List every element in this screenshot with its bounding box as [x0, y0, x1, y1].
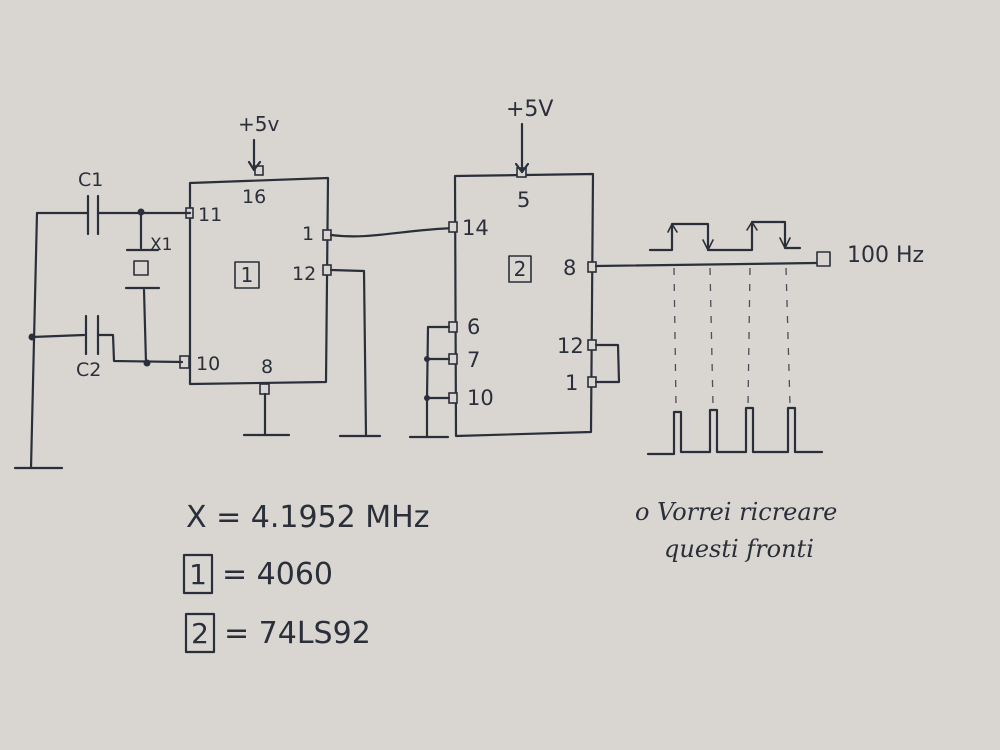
- falling-edge-arrow-1: [702, 239, 714, 251]
- legend-ic1-id: 1: [189, 558, 207, 591]
- ic2-id: 2: [514, 257, 527, 281]
- ic2-pin12-pin1-loop: [594, 343, 621, 384]
- output-line: [594, 261, 818, 268]
- c2-label: C2: [76, 359, 101, 381]
- legend-ic2-value: = 74LS92: [224, 616, 371, 651]
- square-wave: [648, 220, 802, 252]
- ic1-pin12: [322, 264, 332, 276]
- ic1-id-box: [234, 261, 260, 289]
- ic2-pin8: [587, 261, 597, 273]
- ic2-pin14-label: 14: [462, 216, 489, 240]
- ic2-pin1-label: 1: [565, 371, 578, 395]
- ic2-body: [453, 172, 595, 438]
- link-ic1-ic2: [329, 226, 457, 238]
- left-rail: [29, 211, 39, 470]
- x1-body: [133, 260, 149, 276]
- ic2-id-box: [508, 255, 532, 283]
- ic1-pin10-label: 10: [196, 353, 220, 375]
- junction-c2: [143, 359, 151, 367]
- oscillator-network: C1 X1 C2: [13, 169, 192, 470]
- output-terminal: [816, 251, 831, 267]
- ic1-pin8: [259, 383, 270, 395]
- ic2-pin1: [587, 376, 597, 388]
- rising-edge-arrow-1: [667, 223, 678, 233]
- x1-wire-bottom: [142, 288, 148, 365]
- note-line-2: questi fronti: [664, 535, 814, 563]
- legend-ic2-box: [184, 612, 216, 654]
- legend-ic2-id: 2: [191, 617, 209, 650]
- falling-edge-arrow-2: [779, 237, 791, 249]
- c2-wire-left: [30, 333, 86, 339]
- ic2-pin7: [448, 353, 458, 365]
- junction-pin7: [424, 356, 430, 362]
- x1-label: X1: [150, 235, 172, 255]
- ic1-pin16-label: 16: [242, 186, 266, 208]
- ic1-pin1-label: 1: [302, 223, 314, 245]
- legend-ic1-box: [182, 553, 214, 595]
- ic2-pin10-label: 10: [467, 386, 494, 410]
- legend-crystal: X = 4.1952 MHz: [186, 500, 429, 535]
- rising-edge-arrow-2: [746, 221, 758, 231]
- ic2-pin7-label: 7: [467, 348, 480, 372]
- ic1-pin12-wire: [329, 268, 368, 438]
- supply-left-label: +5v: [238, 112, 279, 136]
- ic2-pin12: [587, 339, 597, 351]
- guide-line-2: [709, 267, 714, 406]
- ic1-pin12-label: 12: [292, 263, 316, 285]
- c1-label: C1: [78, 169, 103, 191]
- ic2-pin5-label: 5: [517, 188, 530, 212]
- ic1-body: [188, 176, 330, 386]
- guide-line-1: [673, 267, 677, 406]
- ic1-pin1: [322, 229, 332, 241]
- ic1-pin11-label: 11: [198, 204, 222, 226]
- ic2: 2 5 14 8 6 7 10 12 1: [448, 167, 597, 438]
- guide-line-3: [747, 267, 751, 406]
- output-label: 100 Hz: [847, 243, 924, 268]
- guide-line-4: [785, 267, 791, 406]
- ic1: 1 16 11 10 8 1 12: [179, 165, 332, 395]
- supply-left-arrow: [247, 160, 262, 172]
- supply-right-label: +5V: [506, 97, 553, 122]
- ic2-pin10: [448, 392, 458, 404]
- supply-right-arrow: [514, 162, 530, 174]
- ic2-reset-bus: [425, 325, 451, 400]
- ic1-id: 1: [241, 263, 254, 287]
- ic2-pin14: [448, 221, 458, 233]
- pulse-train: [646, 406, 824, 456]
- legend-ic1-value: = 4060: [222, 557, 333, 592]
- ic2-pin12-label: 12: [557, 334, 584, 358]
- ic2-pin6-label: 6: [467, 315, 480, 339]
- note-line-1: o Vorrei ricreare: [635, 498, 837, 526]
- c1-plates: [86, 194, 100, 236]
- ic1-pin8-label: 8: [261, 356, 273, 378]
- note: o Vorrei ricreare questi fronti: [635, 498, 837, 563]
- ic2-pin8-label: 8: [563, 256, 576, 280]
- legend: X = 4.1952 MHz 1 = 4060 2 = 74LS92: [182, 500, 429, 654]
- ic2-pin6: [448, 321, 458, 333]
